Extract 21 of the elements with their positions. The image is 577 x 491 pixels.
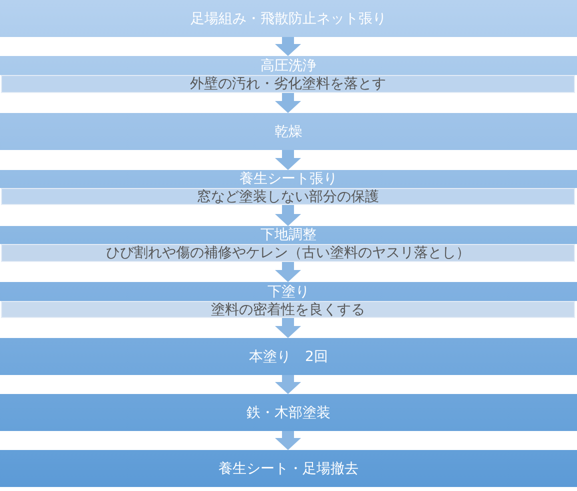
arrow xyxy=(275,318,301,338)
arrow xyxy=(275,375,301,394)
step-band: 足場組み・飛散防止ネット張り xyxy=(0,0,577,37)
arrow xyxy=(275,93,301,113)
step-band: 乾燥 xyxy=(0,113,577,150)
step-band: 養生シート・足場撤去 xyxy=(0,450,577,487)
arrow xyxy=(275,37,301,56)
step-description-bar: 塗料の密着性を良くする xyxy=(1,301,575,318)
arrow xyxy=(275,150,301,170)
step-description-bar: 窓など塗装しない部分の保護 xyxy=(1,188,575,205)
step-heading-bar: 養生シート張り xyxy=(0,170,577,188)
step-description-bar: 外壁の汚れ・劣化塗料を落とす xyxy=(1,75,575,93)
step-heading-bar: 高圧洗浄 xyxy=(0,56,577,75)
arrow xyxy=(275,431,301,450)
step-heading-bar: 下塗り xyxy=(0,282,577,301)
step-description-bar: ひび割れや傷の補修やケレン（古い塗料のヤスリ落とし） xyxy=(1,244,575,262)
arrow xyxy=(275,205,301,226)
step-band: 本塗り 2回 xyxy=(0,338,577,375)
step-band: 鉄・木部塗装 xyxy=(0,394,577,431)
arrow xyxy=(275,262,301,282)
step-heading-bar: 下地調整 xyxy=(0,226,577,244)
